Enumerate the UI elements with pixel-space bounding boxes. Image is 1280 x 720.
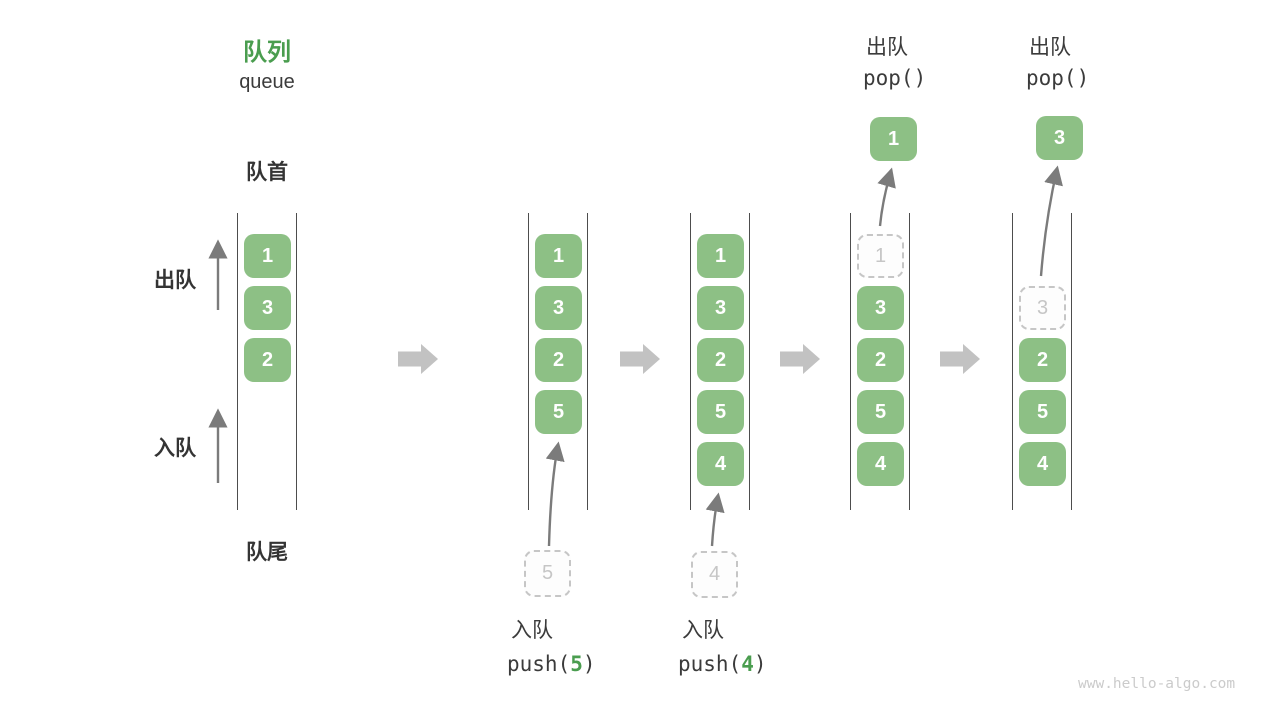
- code-pre: push(: [507, 652, 571, 676]
- queue-item: 4: [857, 442, 904, 486]
- queue-item: 3: [697, 286, 744, 330]
- op-code-label: pop(): [1026, 66, 1089, 90]
- code-arg: 4: [741, 652, 754, 676]
- ghost-slot: 1: [857, 234, 904, 278]
- op-action-label: 入队: [682, 619, 724, 642]
- page-title: 队列: [243, 39, 291, 66]
- op-action-label: 入队: [511, 619, 553, 642]
- queue-item: 2: [1019, 338, 1066, 382]
- queue-column-2: [528, 213, 588, 510]
- watermark: www.hello-algo.com: [1078, 676, 1236, 692]
- queue-column-4: [850, 213, 910, 510]
- pending-item: 4: [691, 551, 738, 598]
- queue-item: 2: [697, 338, 744, 382]
- queue-item: 5: [535, 390, 582, 434]
- stage-transition-arrow-icon: [398, 344, 438, 374]
- op-code-label: pop(): [863, 66, 926, 90]
- queue-item: 2: [857, 338, 904, 382]
- queue-rear-label: 队尾: [246, 541, 288, 564]
- op-action-label: 出队: [1029, 36, 1071, 59]
- stage-transition-arrow-icon: [940, 344, 980, 374]
- queue-column-5: [1012, 213, 1072, 510]
- code-pre: pop(): [863, 66, 927, 90]
- code-post: ): [753, 652, 767, 676]
- queue-item: 3: [244, 286, 291, 330]
- pending-item: 5: [524, 550, 571, 597]
- queue-item: 1: [697, 234, 744, 278]
- dequeue-side-label: 出队: [154, 269, 196, 292]
- queue-column-3: [690, 213, 750, 510]
- queue-item: 3: [857, 286, 904, 330]
- code-post: ): [582, 652, 596, 676]
- queue-item: 2: [535, 338, 582, 382]
- queue-item: 5: [857, 390, 904, 434]
- ghost-slot: 3: [1019, 286, 1066, 330]
- code-pre: push(: [678, 652, 742, 676]
- popped-item: 3: [1036, 116, 1083, 160]
- enqueue-side-label: 入队: [154, 437, 196, 460]
- op-action-label: 出队: [866, 36, 908, 59]
- code-pre: pop(): [1026, 66, 1090, 90]
- queue-item: 4: [697, 442, 744, 486]
- queue-front-label: 队首: [246, 161, 288, 184]
- queue-item: 3: [535, 286, 582, 330]
- page-subtitle: queue: [239, 71, 295, 93]
- op-code-label: push(4): [678, 652, 767, 676]
- stage-transition-arrow-icon: [620, 344, 660, 374]
- queue-item: 1: [244, 234, 291, 278]
- stage-transition-arrow-icon: [780, 344, 820, 374]
- code-arg: 5: [570, 652, 583, 676]
- op-code-label: push(5): [507, 652, 596, 676]
- queue-item: 5: [697, 390, 744, 434]
- queue-item: 4: [1019, 442, 1066, 486]
- queue-item: 1: [535, 234, 582, 278]
- popped-item: 1: [870, 117, 917, 161]
- queue-item: 2: [244, 338, 291, 382]
- queue-column-1: [237, 213, 297, 510]
- queue-item: 5: [1019, 390, 1066, 434]
